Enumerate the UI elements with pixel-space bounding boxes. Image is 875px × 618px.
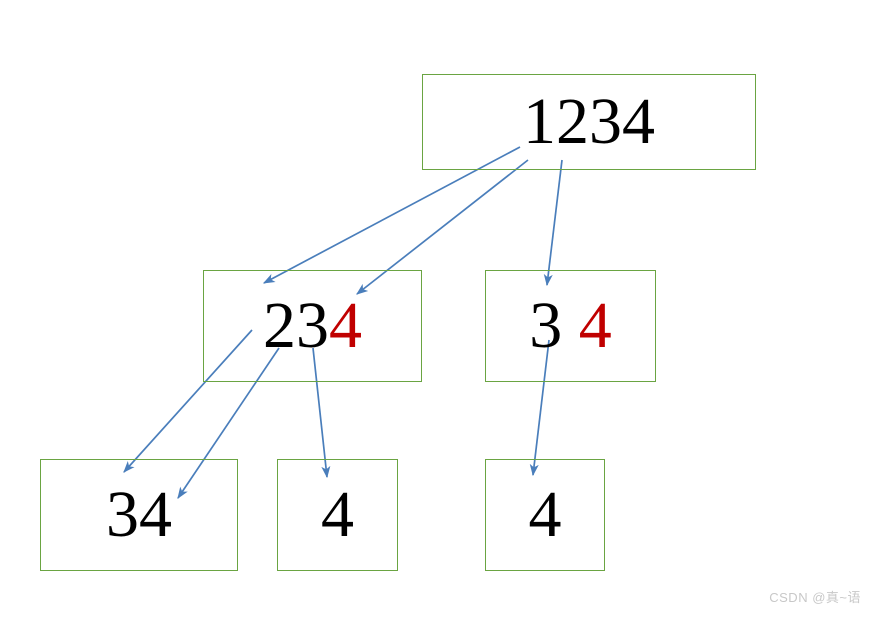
watermark: CSDN @真~语: [769, 590, 861, 605]
node-box-n-234: 234: [203, 270, 422, 382]
node-box-n-4-mid: 4: [277, 459, 398, 571]
node-label-segment: 4: [321, 478, 354, 551]
arrow-root-to-3-4: [543, 159, 563, 287]
node-label-segment: 1234: [523, 85, 655, 158]
node-label-segment: 4: [578, 289, 612, 362]
node-label-segment: 23: [263, 289, 329, 362]
node-label-n-4-right: 4: [529, 482, 562, 548]
node-label-segment: 4: [329, 289, 362, 362]
node-label-segment: 34: [106, 478, 172, 551]
node-box-n-3-4: 3 4: [485, 270, 656, 382]
node-label-n-234: 234: [263, 293, 362, 359]
node-box-n-4-right: 4: [485, 459, 605, 571]
node-label-n-34: 34: [106, 482, 172, 548]
node-label-root: 1234: [523, 89, 655, 155]
node-label-segment: 3: [529, 289, 579, 362]
node-label-segment: 4: [528, 478, 562, 551]
node-box-root: 1234: [422, 74, 756, 170]
node-box-n-34: 34: [40, 459, 238, 571]
node-label-n-4-mid: 4: [321, 482, 354, 548]
node-label-n-3-4: 3 4: [529, 293, 612, 359]
